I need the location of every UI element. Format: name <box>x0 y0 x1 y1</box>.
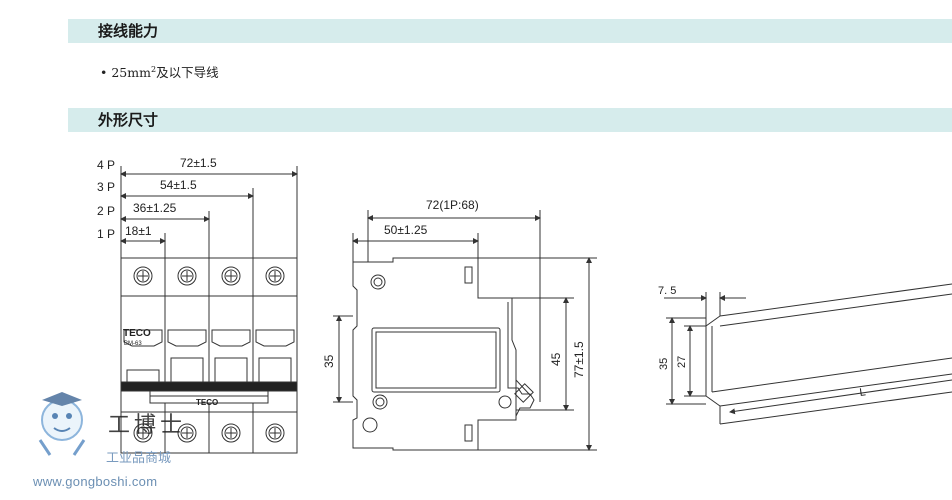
watermark-cn: 工业品商城 <box>106 451 172 466</box>
pole-label-1p: 1 P <box>97 227 115 241</box>
rail-dim-7-5: 7. 5 <box>658 285 676 297</box>
side-dim-77: 77±1.5 <box>572 341 586 378</box>
terminal-screws-bottom <box>133 423 285 443</box>
brand-logo: TECO <box>123 328 151 339</box>
model-label: BM-63 <box>124 341 142 347</box>
terminal-screws-top <box>133 266 285 286</box>
width-label-4p: 72±1.5 <box>180 156 217 170</box>
rail-dim-35: 35 <box>658 358 670 370</box>
wiring-bullet: • 25mm2及以下导线 <box>100 64 219 80</box>
pole-label-2p: 2 P <box>97 204 115 218</box>
rail-dim-27: 27 <box>676 356 688 368</box>
watermark-logo-text: 工博士 <box>108 412 186 437</box>
section-title-wiring: 接线能力 <box>68 19 952 43</box>
front-view: 4 P 3 P 2 P 1 P 72±1.5 54±1.5 36±1.25 18… <box>97 156 298 454</box>
side-dim-45: 45 <box>549 352 563 366</box>
rail-view: 7. 5 L 35 27 <box>658 283 952 425</box>
section-title-dimensions-text: 外形尺寸 <box>98 111 159 129</box>
watermark-site: www.gongboshi.com <box>33 474 158 489</box>
section-title-dimensions: 外形尺寸 <box>68 108 952 132</box>
pole-label-3p: 3 P <box>97 180 115 194</box>
side-overall-width: 72(1P:68) <box>426 198 479 212</box>
rail-length-label: L <box>859 386 867 399</box>
handle-bar-label: TECO <box>196 398 218 407</box>
width-label-1p: 18±1 <box>125 224 152 238</box>
section-title-wiring-text: 接线能力 <box>98 22 159 40</box>
watermark-logo: 工博士 <box>38 392 186 456</box>
side-view: 72(1P:68) 50±1.25 35 45 77±1.5 <box>322 198 597 451</box>
width-label-3p: 54±1.5 <box>160 178 197 192</box>
side-dim-35: 35 <box>322 354 336 368</box>
pole-label-4p: 4 P <box>97 158 115 172</box>
width-label-2p: 36±1.25 <box>133 201 177 215</box>
side-half-width: 50±1.25 <box>384 223 428 237</box>
